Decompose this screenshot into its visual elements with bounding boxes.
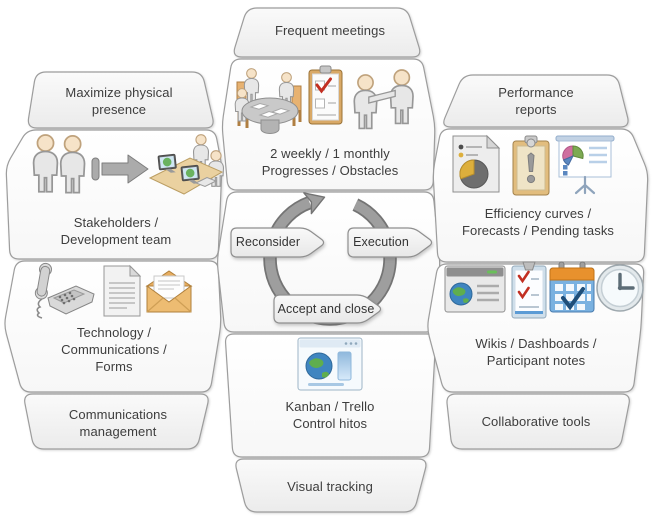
left-channels-label: Technology / Communications / Forms bbox=[61, 325, 167, 375]
reconsider-label: Reconsider bbox=[235, 235, 301, 249]
left-footer-shape bbox=[24, 393, 209, 450]
right-header-label: Performance reports bbox=[498, 85, 574, 118]
execution-label: Execution bbox=[353, 235, 409, 249]
center-kanban-label: Kanban / Trello Control hitos bbox=[285, 399, 375, 432]
clock-icon bbox=[596, 264, 644, 312]
execution-step-shape bbox=[347, 227, 433, 258]
center-kanban-shape bbox=[224, 333, 437, 458]
envelope-icon bbox=[145, 270, 193, 313]
left-header-shape bbox=[27, 71, 214, 129]
right-header-shape bbox=[443, 74, 629, 128]
center-footer-label: Visual tracking bbox=[287, 479, 373, 494]
task-list-icon bbox=[511, 261, 547, 319]
right-footer-shape bbox=[446, 393, 630, 450]
right-collab-label: Wikis / Dashboards / Participant notes bbox=[475, 336, 597, 369]
pie-report-icon bbox=[452, 134, 501, 193]
meeting-table-icon bbox=[234, 68, 302, 134]
center-footer-shape bbox=[235, 458, 427, 513]
kanban-browser-icon bbox=[297, 337, 363, 391]
left-footer-label: Communications management bbox=[68, 407, 168, 440]
calendar-icon bbox=[549, 261, 595, 313]
alert-clipboard-icon bbox=[512, 135, 550, 196]
remote-team-icon bbox=[148, 134, 225, 195]
left-people-label: Stakeholders / Development team bbox=[60, 215, 172, 248]
left-header-label: Maximize physical presence bbox=[65, 85, 173, 118]
document-icon bbox=[103, 264, 142, 317]
transition-arrow-icon bbox=[91, 154, 149, 184]
clipboard-check-icon bbox=[308, 65, 343, 125]
right-reports-label: Efficiency curves / Forecasts / Pending … bbox=[461, 206, 615, 239]
presentation-chart-icon bbox=[555, 135, 615, 195]
center-meetings-label: 2 weekly / 1 monthly Progresses / Obstac… bbox=[261, 146, 399, 179]
accept-close-step-shape bbox=[273, 294, 382, 324]
right-footer-label: Collaborative tools bbox=[481, 414, 591, 429]
wiki-browser-icon bbox=[444, 265, 506, 313]
reconsider-step-shape bbox=[230, 227, 325, 258]
handshake-icon bbox=[353, 69, 414, 130]
center-header-shape bbox=[233, 7, 421, 58]
cycle-arrowhead-icon bbox=[303, 192, 326, 215]
center-header-label: Frequent meetings bbox=[274, 23, 386, 38]
accept-close-label: Accept and close bbox=[277, 302, 375, 316]
phone-icon bbox=[34, 262, 95, 319]
